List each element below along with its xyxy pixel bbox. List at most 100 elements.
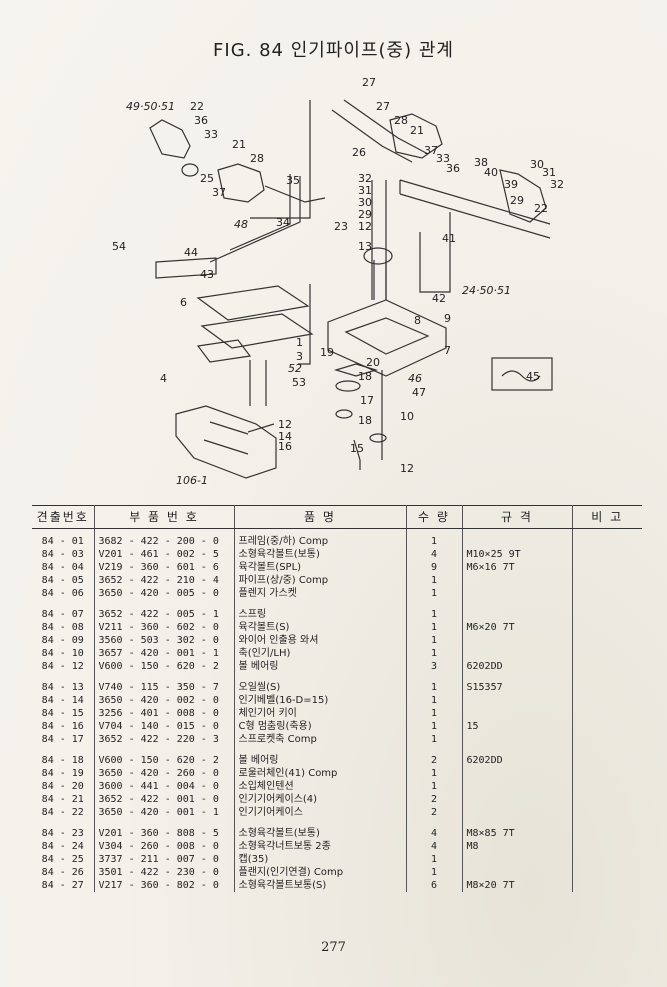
callout: 35: [286, 174, 300, 187]
callout: 44: [184, 246, 198, 259]
qty-cell: 4: [406, 548, 463, 561]
drawing-left-bracket: [149, 119, 191, 159]
callout: 53: [292, 376, 306, 389]
name-cell: 파이프(상/중) Comp: [234, 574, 407, 587]
spacer-cell: [234, 819, 407, 827]
spacer-cell: [462, 600, 573, 608]
qty-cell: 1: [406, 647, 463, 660]
spec-cell: M8×20 7T: [462, 879, 573, 892]
qty-cell: 1: [406, 528, 463, 548]
spacer-cell: [32, 819, 95, 827]
qty-cell: 4: [406, 840, 463, 853]
qty-cell: 1: [406, 587, 463, 600]
part-no-cell: 3652 - 422 - 210 - 4: [94, 574, 235, 587]
note-cell: [572, 621, 642, 634]
callout: 20: [366, 356, 380, 369]
name-cell: 로울러체인(41) Comp: [234, 767, 407, 780]
spacer-cell: [234, 673, 407, 681]
callout: 19: [320, 346, 334, 359]
drawing-inset-45: [491, 357, 553, 391]
callout: 37: [212, 186, 226, 199]
name-cell: 스프링: [234, 608, 407, 621]
callout: 22: [190, 100, 204, 113]
callout: 8: [414, 314, 421, 327]
part-no-cell: 3650 - 420 - 005 - 0: [94, 587, 235, 600]
spec-cell: [462, 574, 573, 587]
spacer-cell: [234, 746, 407, 754]
figure-title: FIG. 84 인기파이프(중) 관계: [213, 40, 454, 61]
note-cell: [572, 866, 642, 879]
drawing-left-gear: [217, 163, 265, 203]
spec-cell: [462, 647, 573, 660]
callout: 12: [358, 220, 372, 233]
ref-no-cell: 84 - 21: [32, 793, 95, 806]
callout: 32: [358, 172, 372, 185]
callout: 27: [376, 100, 390, 113]
ref-no-cell: 84 - 04: [32, 561, 95, 574]
note-cell: [572, 840, 642, 853]
name-cell: 인기베벨(16-D=15): [234, 694, 407, 707]
qty-cell: 1: [406, 608, 463, 621]
drawing-gear-case-upper: [389, 113, 443, 159]
part-no-cell: 3652 - 422 - 005 - 1: [94, 608, 235, 621]
spacer-cell: [32, 746, 95, 754]
spec-cell: [462, 608, 573, 621]
spec-cell: 6202DD: [462, 754, 573, 767]
spec-cell: [462, 853, 573, 866]
spacer-cell: [94, 746, 235, 754]
ref-no-cell: 84 - 10: [32, 647, 95, 660]
drawing-left-frame: [196, 285, 314, 349]
part-no-cell: 3650 - 420 - 001 - 1: [94, 806, 235, 819]
qty-cell: 2: [406, 754, 463, 767]
header-note: 비 고: [572, 505, 642, 529]
callout: 43: [200, 268, 214, 281]
name-cell: 소형육각볼트(보통): [234, 827, 407, 840]
name-cell: 캡(35): [234, 853, 407, 866]
drawing-gear-case-right: [499, 169, 547, 223]
header-qty: 수 량: [406, 505, 463, 529]
callout: 29: [358, 208, 372, 221]
name-cell: 스프로켓축 Comp: [234, 733, 407, 746]
spacer-cell: [572, 600, 642, 608]
callout: 21: [410, 124, 424, 137]
qty-cell: 9: [406, 561, 463, 574]
part-no-cell: V740 - 115 - 350 - 7: [94, 681, 235, 694]
callout: 46: [408, 372, 422, 385]
note-cell: [572, 780, 642, 793]
name-cell: 인기기어케이스: [234, 806, 407, 819]
header-name: 품 명: [234, 505, 407, 529]
callout: 29: [510, 194, 524, 207]
note-cell: [572, 634, 642, 647]
callout: 28: [394, 114, 408, 127]
name-cell: 축(인기/LH): [234, 647, 407, 660]
drawing-pipe-left: [250, 100, 311, 219]
spec-cell: M8: [462, 840, 573, 853]
drawing-main-frame: [327, 299, 447, 377]
note-cell: [572, 548, 642, 561]
part-no-cell: 3650 - 420 - 260 - 0: [94, 767, 235, 780]
callout: 27: [362, 76, 376, 89]
name-cell: 소입체인텐션: [234, 780, 407, 793]
callout: 16: [278, 440, 292, 453]
part-no-cell: V219 - 360 - 601 - 6: [94, 561, 235, 574]
spacer-cell: [462, 819, 573, 827]
callout: 41: [442, 232, 456, 245]
qty-cell: 6: [406, 879, 463, 892]
callout: 18: [358, 370, 372, 383]
ref-no-cell: 84 - 07: [32, 608, 95, 621]
ref-no-cell: 84 - 20: [32, 780, 95, 793]
drawing-column-lower: [373, 260, 387, 300]
note-cell: [572, 806, 642, 819]
ref-no-cell: 84 - 16: [32, 720, 95, 733]
qty-cell: 1: [406, 733, 463, 746]
